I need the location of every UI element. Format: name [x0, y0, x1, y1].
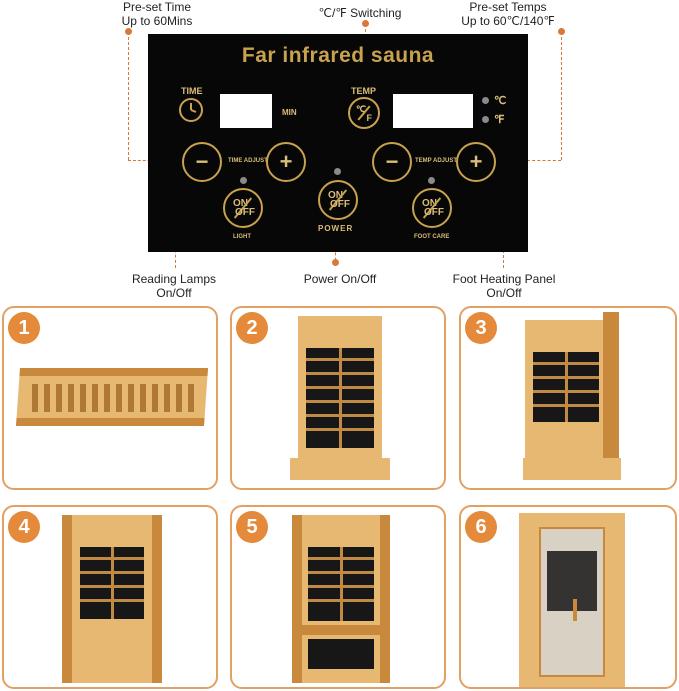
leader-dot: [362, 20, 369, 27]
step-card-4: 4: [2, 505, 218, 689]
off-label: OFF: [330, 199, 350, 210]
callout-reading-lamps-line1: Reading Lamps: [131, 272, 217, 286]
step-badge-3: 3: [465, 312, 497, 344]
callout-preset-temps-line1: Pre-set Temps: [469, 0, 547, 14]
callout-foot-heating: Foot Heating Panel On/Off: [444, 272, 564, 300]
on-label: ON: [233, 198, 248, 209]
clock-icon: [178, 97, 204, 123]
light-onoff-button[interactable]: ON OFF: [223, 188, 263, 228]
step-badge-2: 2: [236, 312, 268, 344]
heater-slats: [306, 348, 374, 448]
temp-label: TEMP: [351, 86, 377, 96]
callout-power-line1: Power On/Off: [303, 272, 377, 286]
plus-icon: +: [469, 149, 483, 174]
power-label: POWER: [318, 224, 354, 233]
time-display: [220, 94, 272, 128]
power-led: [334, 168, 341, 175]
temp-adjust-label: TEMP ADJUST: [415, 158, 458, 164]
step-card-2: 2: [230, 306, 446, 490]
callout-temp-switch-line1: ℃/℉ Switching: [318, 6, 402, 20]
back-heater-panel: [547, 551, 597, 611]
side-wall-image: [603, 312, 619, 462]
temp-switch-c-label: ℃: [356, 104, 367, 114]
step-card-6: 6: [459, 505, 677, 689]
floor-image: [523, 458, 621, 480]
temp-plus-button[interactable]: +: [456, 142, 496, 182]
right-side-wall: [380, 515, 390, 683]
off-label: OFF: [424, 207, 444, 218]
heater-slats: [80, 547, 144, 619]
step-card-3: 3: [459, 306, 677, 490]
step-badge-4: 4: [8, 511, 40, 543]
callout-foot-heating-line2: On/Off: [486, 286, 522, 300]
light-label: LIGHT: [233, 234, 251, 240]
leader-line: [496, 160, 561, 161]
power-onoff-button[interactable]: ON OFF: [318, 180, 358, 220]
left-side-wall: [292, 515, 302, 683]
celsius-led: [482, 97, 489, 104]
floor-image: [290, 458, 390, 480]
callout-preset-time: Pre-set Time Up to 60Mins: [112, 0, 202, 28]
control-panel: Far infrared sauna TIME MIN TEMP ℃ F ℃ ℉…: [148, 34, 528, 252]
on-label: ON: [422, 198, 437, 209]
callout-preset-temps-line2: Up to 60℃/140℉: [461, 14, 555, 28]
time-plus-button[interactable]: +: [266, 142, 306, 182]
on-label: ON: [328, 190, 343, 201]
callout-temp-switch: ℃/℉ Switching: [300, 6, 420, 20]
plus-icon: +: [279, 149, 293, 174]
step-badge-5: 5: [236, 511, 268, 543]
temp-unit-switch-button[interactable]: ℃ F: [348, 97, 380, 129]
callout-foot-heating-line1: Foot Heating Panel: [452, 272, 556, 286]
celsius-label: ℃: [494, 95, 507, 107]
time-adjust-label: TIME ADJUST: [228, 158, 268, 164]
foot-care-onoff-button[interactable]: ON OFF: [412, 188, 452, 228]
minus-icon: −: [385, 149, 399, 174]
callout-power: Power On/Off: [290, 272, 390, 286]
left-side-wall: [62, 515, 72, 683]
floor-grate-slots: [32, 384, 194, 412]
callout-reading-lamps: Reading Lamps On/Off: [124, 272, 224, 300]
temp-switch-f-label: F: [366, 113, 373, 123]
foot-care-led: [428, 177, 435, 184]
step-card-5: 5: [230, 505, 446, 689]
fahrenheit-label: ℉: [494, 114, 505, 126]
fahrenheit-led: [482, 116, 489, 123]
leg-heater-panel: [308, 639, 374, 669]
step-badge-1: 1: [8, 312, 40, 344]
min-label: MIN: [282, 108, 297, 117]
heater-slats: [308, 547, 374, 621]
time-label: TIME: [181, 86, 203, 96]
heater-slats: [533, 352, 599, 422]
leader-dot: [332, 259, 339, 266]
bench-image: [300, 625, 382, 635]
light-led: [240, 177, 247, 184]
panel-title: Far infrared sauna: [241, 44, 435, 67]
leader-line: [128, 32, 129, 160]
step-badge-6: 6: [465, 511, 497, 543]
callout-preset-time-line1: Pre-set Time: [122, 0, 191, 14]
off-label: OFF: [235, 207, 255, 218]
leader-dot: [558, 28, 565, 35]
leader-dot: [125, 28, 132, 35]
minus-icon: −: [195, 149, 209, 174]
callout-preset-temps: Pre-set Temps Up to 60℃/140℉: [452, 0, 564, 28]
temp-minus-button[interactable]: −: [372, 142, 412, 182]
callout-preset-time-line2: Up to 60Mins: [121, 14, 193, 28]
right-side-wall: [152, 515, 162, 683]
foot-care-label: FOOT CARE: [414, 234, 450, 240]
callout-reading-lamps-line2: On/Off: [156, 286, 192, 300]
door-handle: [573, 599, 577, 621]
leader-line: [561, 32, 562, 160]
time-minus-button[interactable]: −: [182, 142, 222, 182]
temp-display: [393, 94, 473, 128]
step-card-1: 1: [2, 306, 218, 490]
